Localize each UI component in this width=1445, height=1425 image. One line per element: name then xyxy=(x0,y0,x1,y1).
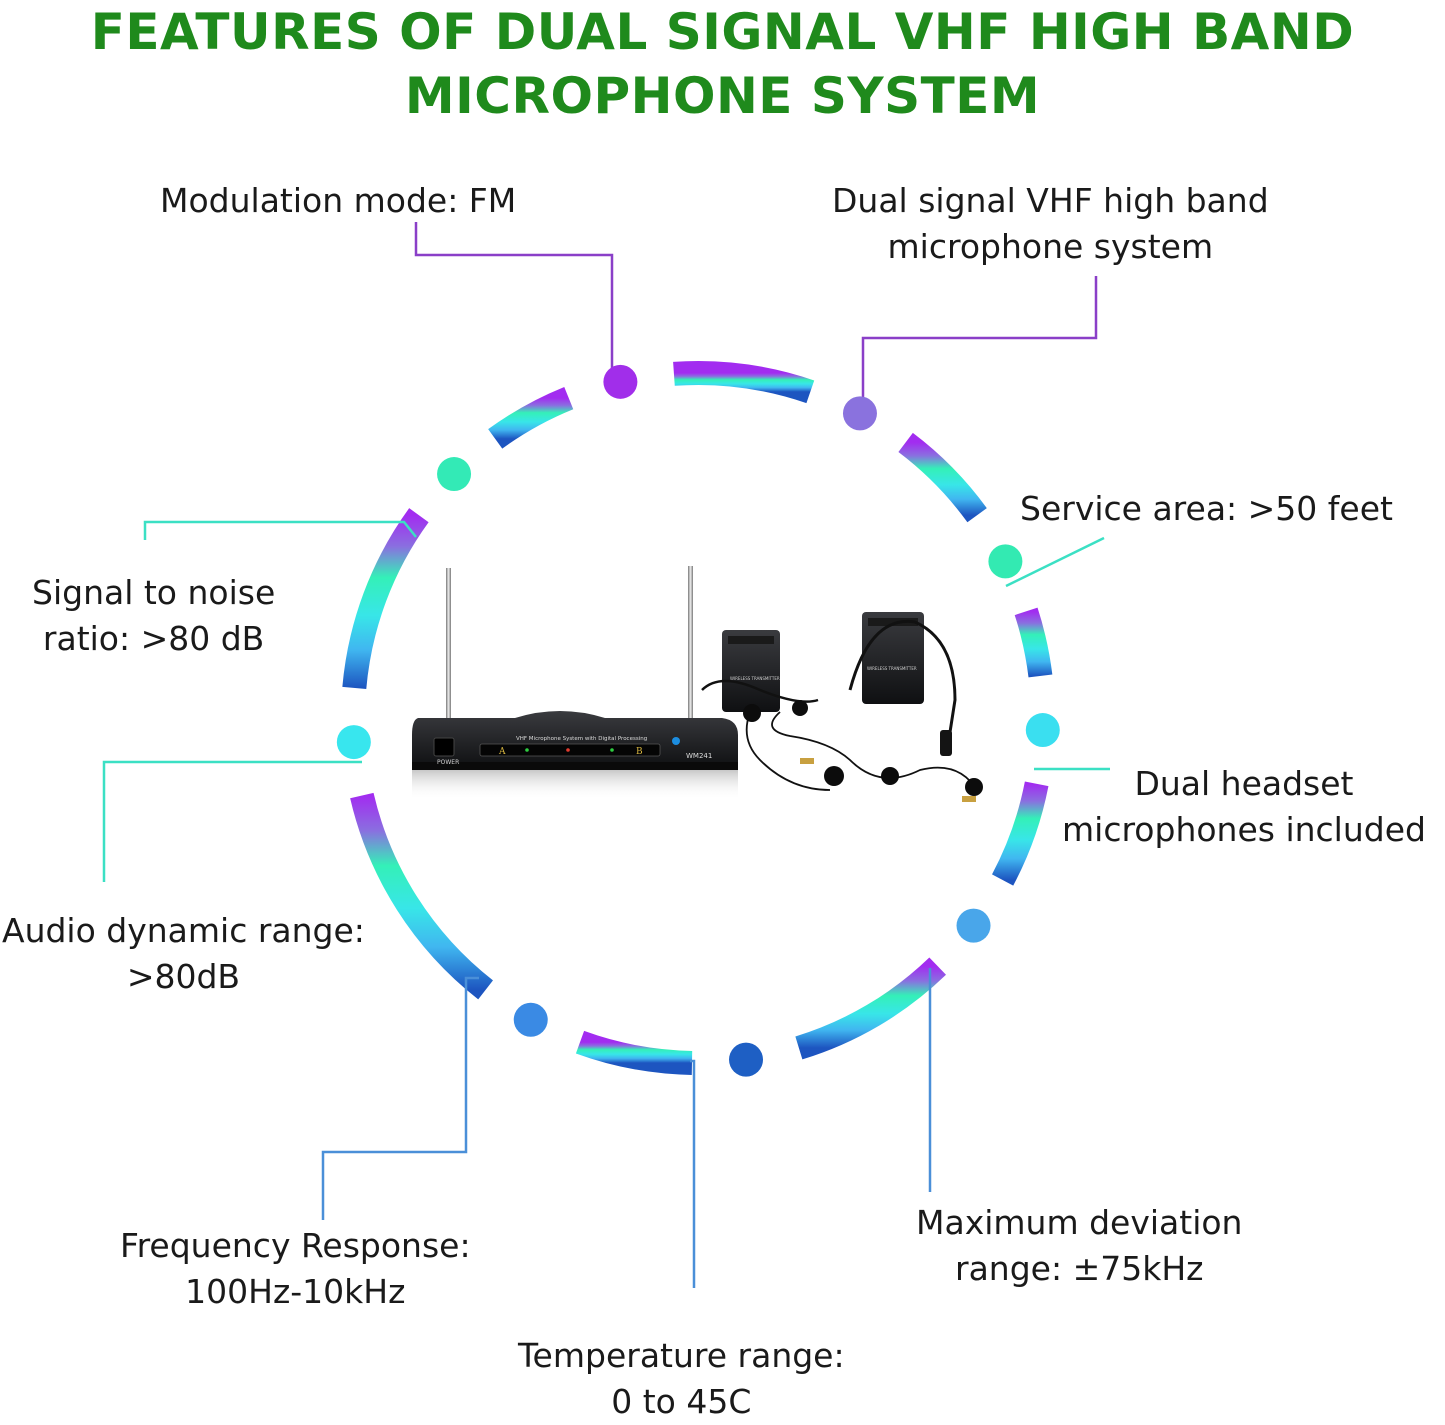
ring-segment xyxy=(342,508,429,690)
feature-frequency-response: Frequency Response: 100Hz-10kHz xyxy=(120,1226,471,1311)
feature-dot xyxy=(842,396,877,431)
ring-segment xyxy=(991,781,1049,886)
feature-dots xyxy=(336,364,1060,1077)
ring-segment xyxy=(673,361,815,404)
receiver-model: WM241 xyxy=(686,752,712,760)
feature-dual-signal-vhf: Dual signal VHF high band microphone sys… xyxy=(832,181,1269,266)
ring-segment xyxy=(575,1030,693,1075)
transmitter-1-text: WIRELESS TRANSMITTER xyxy=(730,676,780,681)
antenna-left xyxy=(446,568,451,718)
power-label: POWER xyxy=(437,759,459,766)
ring-segment xyxy=(488,386,574,449)
leader-line xyxy=(414,222,621,374)
feature-dot xyxy=(729,1042,764,1077)
transmitter-2-text: WIRELESS TRANSMITTER xyxy=(867,666,917,671)
page-title: FEATURES OF DUAL SIGNAL VHF HIGH BAND MI… xyxy=(90,3,1355,125)
leader-line xyxy=(102,760,362,882)
feature-audio-dynamic-range: Audio dynamic range: >80dB xyxy=(2,911,365,996)
ring-segment xyxy=(350,792,494,1000)
antenna-right xyxy=(688,566,693,718)
ring-segment xyxy=(1014,607,1053,678)
feature-dual-headset: Dual headset microphones included xyxy=(1062,764,1426,849)
feature-signal-to-noise: Signal to noise ratio: >80 dB xyxy=(32,573,276,658)
feature-max-deviation: Maximum deviation range: ±75kHz xyxy=(916,1203,1243,1288)
feature-dot xyxy=(513,1002,548,1037)
channel-b-label: B xyxy=(636,747,643,757)
feature-dot xyxy=(336,725,371,760)
leader-line xyxy=(690,1059,696,1288)
leader-line xyxy=(861,276,1098,410)
feature-dot xyxy=(603,364,638,399)
power-switch xyxy=(433,737,455,757)
lavalier-mic-2 xyxy=(792,700,808,716)
leader-line xyxy=(321,976,479,1220)
leader-line xyxy=(143,520,417,540)
receiver-panel-text: VHF Microphone System with Digital Proce… xyxy=(516,736,647,742)
product-image: POWER A B VHF Microphone System with Dig… xyxy=(412,566,983,802)
feature-dot xyxy=(437,457,472,492)
receiver-reflection xyxy=(412,770,738,800)
feature-ring xyxy=(342,361,1053,1075)
lavalier-mic-3 xyxy=(824,766,844,786)
lavalier-mic-4 xyxy=(881,767,899,785)
feature-service-area: Service area: >50 feet xyxy=(1020,489,1393,528)
channel-a-label: A xyxy=(498,747,506,757)
leader-line xyxy=(1005,536,1105,588)
feature-dot xyxy=(1025,713,1060,748)
headset-ear-pad xyxy=(965,778,983,796)
feature-modulation-mode: Modulation mode: FM xyxy=(160,181,517,220)
channel-display xyxy=(479,743,661,757)
ring-segment xyxy=(898,432,987,523)
feature-dot xyxy=(956,908,991,943)
feature-temperature-range: Temperature range: 0 to 45C xyxy=(518,1336,845,1421)
ring-segment xyxy=(795,957,946,1060)
headset-band-2 xyxy=(848,619,957,746)
lavalier-mic-1 xyxy=(743,704,761,722)
feature-dot xyxy=(988,544,1023,579)
